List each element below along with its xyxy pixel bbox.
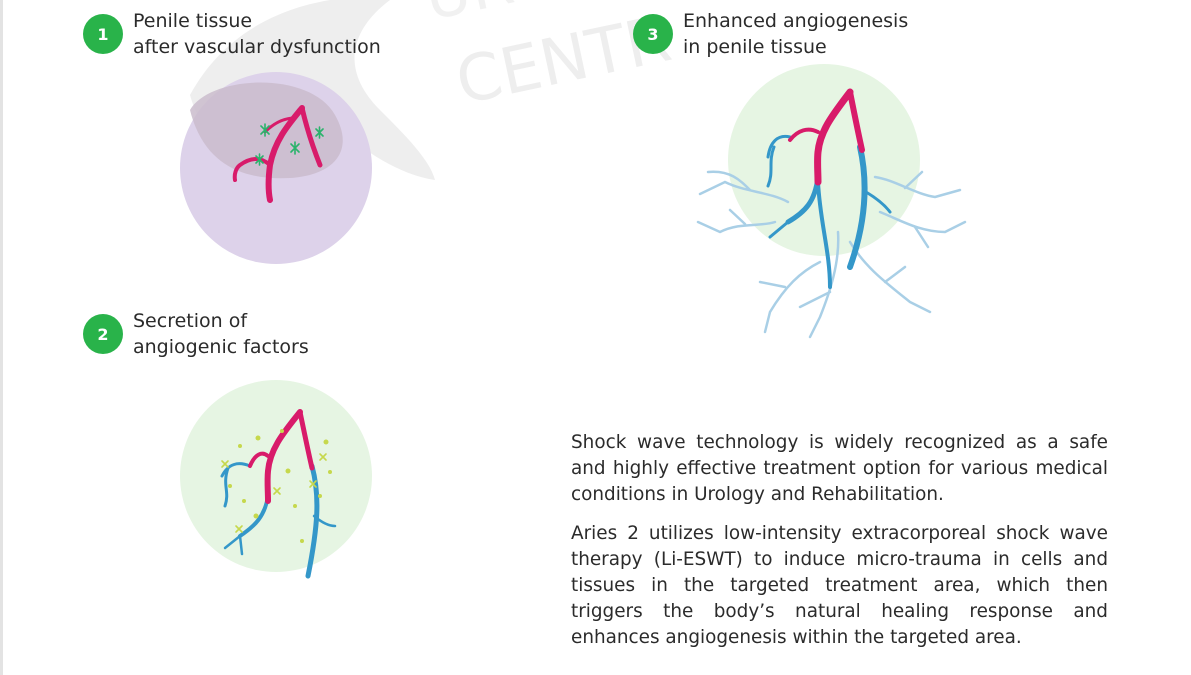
stage-1-illustration — [180, 72, 372, 264]
stage-2-factor-sparks-icon — [221, 453, 327, 533]
stage-3-artery-icon — [788, 88, 865, 186]
step-1-title: Penile tissue after vascular dysfunction — [133, 8, 381, 60]
stage-2-illustration — [180, 380, 372, 579]
stage-3-tissue-circle — [728, 64, 920, 256]
stage-1-factor-sparks-icon — [255, 123, 324, 166]
step-2: 2 Secretion of angiogenic factors — [83, 308, 309, 360]
stage-1-artery-icon — [232, 105, 323, 203]
stage-3-illustration — [696, 64, 967, 339]
step-1-badge: 1 — [83, 14, 123, 54]
step-3-title-line1: Enhanced angiogenesis — [683, 10, 909, 32]
step-3: 3 Enhanced angiogenesis in penile tissue — [633, 8, 908, 60]
description-paragraph-1: Shock wave technology is widely recogniz… — [571, 432, 1108, 505]
stage-2-factor-dots-icon — [228, 429, 332, 543]
step-2-badge: 2 — [83, 314, 123, 354]
description-paragraph-2: Aries 2 utilizes low-intensity extracorp… — [571, 523, 1108, 648]
step-3-badge: 3 — [633, 14, 673, 54]
stage-3-vein-icon — [766, 134, 892, 289]
watermark-text-top: UR — [418, 0, 520, 35]
step-2-title-line2: angiogenic factors — [133, 336, 309, 358]
step-3-title: Enhanced angiogenesis in penile tissue — [683, 8, 908, 60]
step-1-title-line1: Penile tissue — [133, 10, 253, 32]
page-edge-rule — [0, 0, 3, 675]
step-1: 1 Penile tissue after vascular dysfuncti… — [83, 8, 381, 60]
stage-2-tissue-circle — [180, 380, 372, 572]
stage-2-artery-icon — [248, 409, 315, 504]
step-1-title-line2: after vascular dysfunction — [133, 36, 381, 58]
step-3-title-line2: in penile tissue — [683, 36, 827, 58]
step-2-title-line1: Secretion of — [133, 310, 248, 332]
step-2-title: Secretion of angiogenic factors — [133, 308, 309, 360]
